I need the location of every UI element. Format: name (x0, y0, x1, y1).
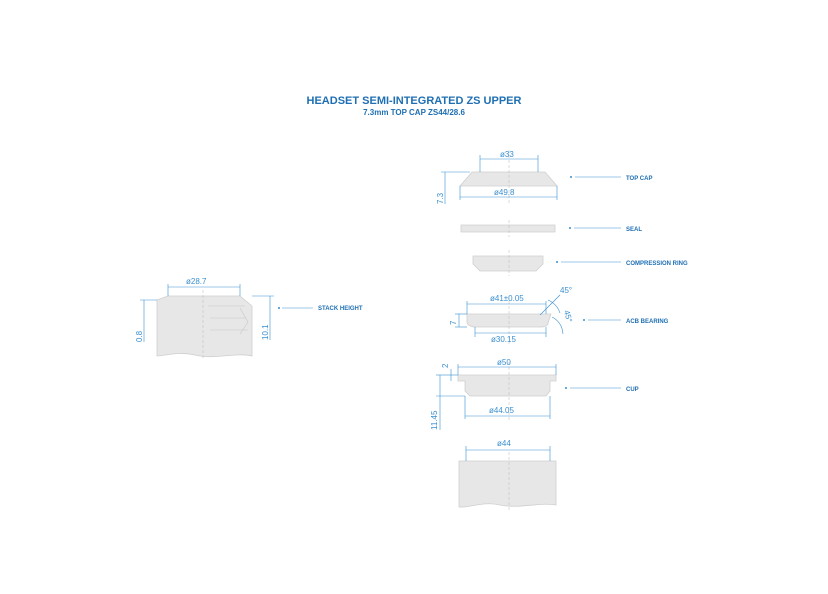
seal-label: SEAL (626, 227, 642, 233)
cup-top-diameter: ø50 (497, 358, 511, 367)
bearing-outer-diameter: ø41±0.05 (490, 294, 524, 303)
cup-leader-dot (565, 387, 567, 389)
seal-shape (460, 224, 556, 233)
stack-height-leader-dot (278, 307, 280, 309)
compression-ring-shape (472, 255, 544, 272)
top-cap-height-label: 7.3 (436, 192, 445, 204)
top-cap-bottom-diameter: ø49.8 (494, 188, 515, 197)
cup: ø50 ø44.05 2 11.45 CUP (430, 358, 639, 430)
head-tube-shape (458, 460, 557, 508)
seal-leader-dot (569, 227, 571, 229)
acb-bearing: ø41±0.05 ø30.15 7 45° 45° ACB BEARING (449, 286, 669, 346)
head-tube-diameter: ø44 (497, 439, 511, 448)
stack-height-label: STACK HEIGHT (318, 306, 363, 312)
top-cap-top-diameter: ø33 (500, 150, 514, 159)
assembly-body (156, 295, 253, 358)
bearing-inner-diameter: ø30.15 (491, 335, 516, 344)
seal: SEAL (460, 220, 642, 237)
compression-ring-leader-dot (556, 261, 558, 263)
cup-shape (457, 374, 557, 397)
bearing-shape (466, 313, 552, 328)
cup-label: CUP (626, 387, 639, 393)
bearing-angle-top-arc (547, 299, 561, 314)
assembly-right-height-label: 10.1 (261, 324, 270, 340)
bearing-angle-top: 45° (560, 286, 572, 295)
head-tube: ø44 (458, 439, 557, 512)
bearing-height-label: 7 (449, 320, 458, 325)
stack-assembly: ø28.7 0.8 10.1 STACK HEIGHT (135, 277, 363, 360)
assembly-diameter-label: ø28.7 (186, 277, 207, 286)
bearing-angle-top-line (539, 294, 561, 316)
bearing-angle-side: 45° (562, 309, 574, 323)
drawing-subtitle: 7.3mm TOP CAP ZS44/28.6 (363, 108, 465, 117)
drawing-title: HEADSET SEMI-INTEGRATED ZS UPPER (306, 95, 522, 107)
bearing-label: ACB BEARING (626, 319, 669, 325)
compression-ring-label: COMPRESSION RING (626, 261, 688, 267)
top-cap-label: TOP CAP (626, 176, 652, 182)
assembly-internal-lines (208, 305, 249, 335)
top-cap: ø33 ø49.8 7.3 TOP CAP (436, 150, 652, 205)
compression-ring: COMPRESSION RING (472, 250, 688, 276)
cup-bottom-diameter: ø44.05 (489, 406, 514, 415)
top-cap-leader-dot (570, 176, 572, 178)
assembly-left-height-label: 0.8 (135, 330, 144, 342)
cup-height-top-label: 2 (441, 363, 450, 368)
cup-height-total-label: 11.45 (430, 410, 439, 430)
top-cap-shape (459, 171, 558, 187)
bearing-angle-side-arc (551, 316, 564, 335)
bearing-leader-dot (583, 319, 585, 321)
